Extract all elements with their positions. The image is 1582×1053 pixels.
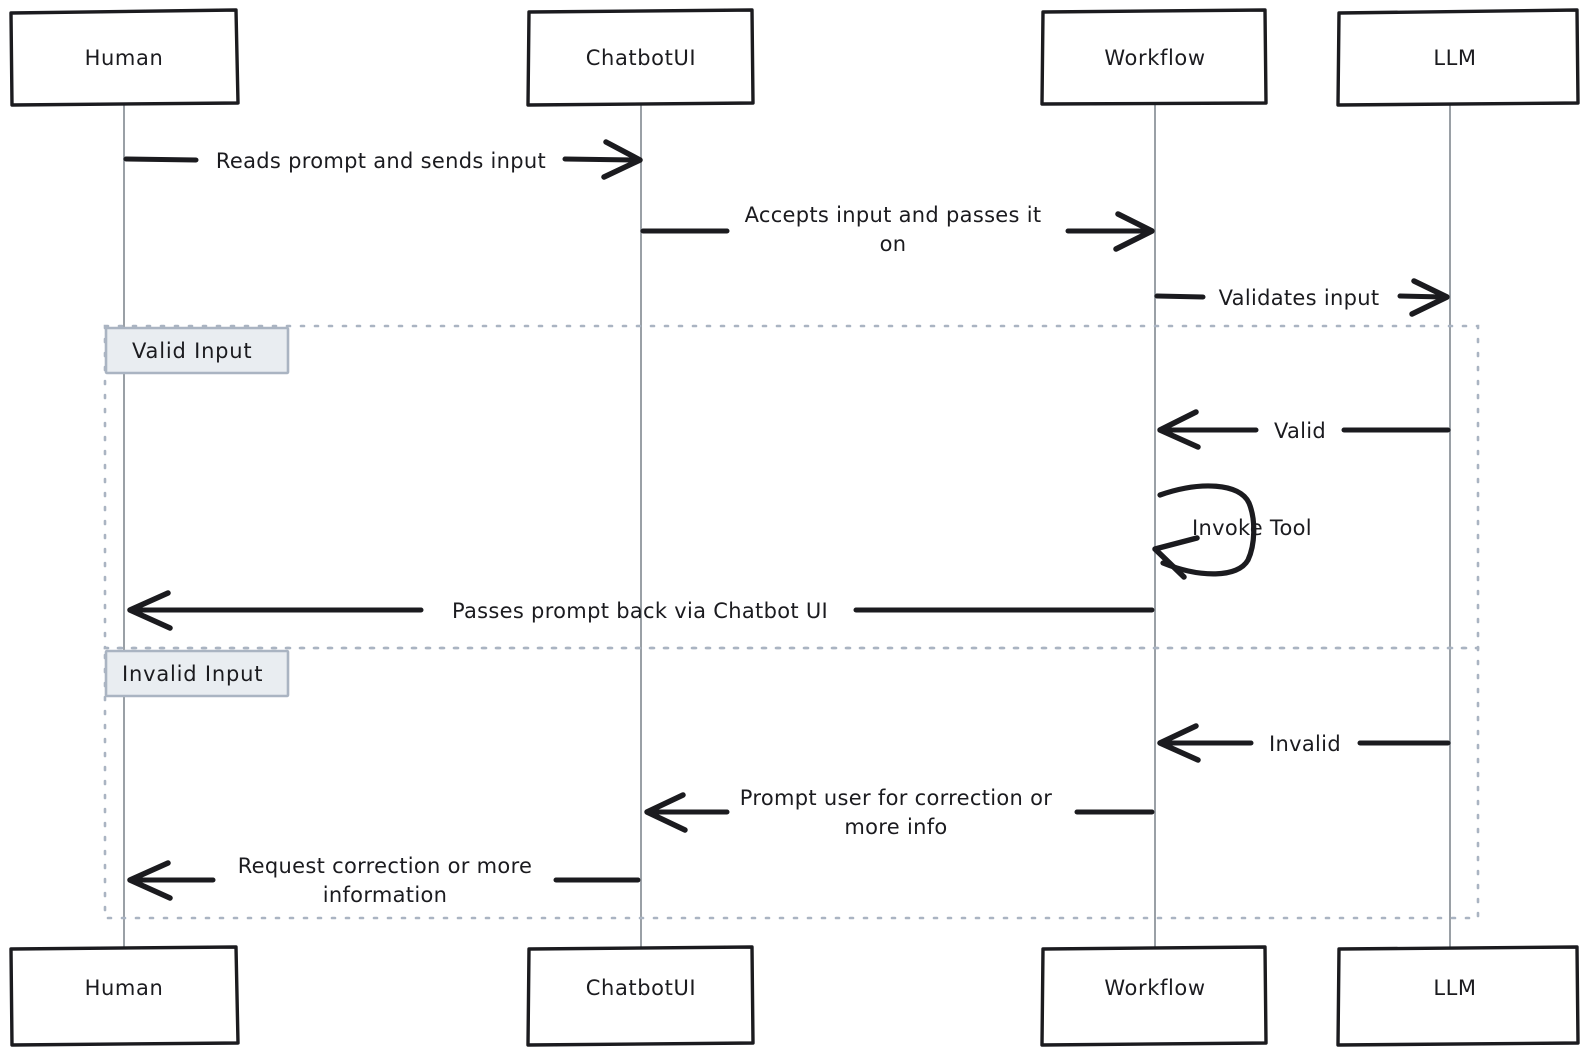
arrowhead-left-icon (1157, 723, 1201, 763)
message-label: Validates input (1219, 286, 1380, 310)
actor-llm-top[interactable]: LLM (1336, 8, 1580, 107)
arrowhead-left-icon (644, 792, 688, 833)
frame-invalid-input-tag (104, 649, 290, 698)
actor-workflow-top-box (1040, 8, 1268, 106)
message-validates-input[interactable]: Validates input (1154, 278, 1450, 317)
actor-workflow-bottom-box (1040, 945, 1268, 1047)
actor-chatbotui-top-label: ChatbotUI (586, 46, 696, 70)
message-invoke-tool[interactable]: Invoke Tool (1152, 483, 1312, 580)
message-label: Invoke Tool (1192, 516, 1312, 540)
actor-chatbotui-bottom-box (526, 945, 755, 1047)
self-loop-path (1157, 483, 1257, 577)
message-line (1397, 293, 1446, 300)
actor-chatbotui-bottom[interactable]: ChatbotUI (526, 945, 755, 1047)
actor-workflow-bottom-label: Workflow (1104, 976, 1205, 1000)
actor-chatbotui-bottom-label: ChatbotUI (586, 976, 696, 1000)
message-label-line2: more info (844, 815, 947, 839)
message-label-line2: information (323, 883, 448, 907)
actor-human-top[interactable]: Human (9, 8, 240, 107)
actor-llm-top-box (1336, 8, 1580, 107)
actor-workflow-top[interactable]: Workflow (1040, 8, 1268, 106)
message-passes-prompt-back-via-chatbot-ui[interactable]: Passes prompt back via Chatbot UI (127, 590, 1155, 631)
actor-llm-top-label: LLM (1433, 46, 1476, 70)
message-prompt-user-for-correction-or-more-info[interactable]: Prompt user for correction or more info (644, 786, 1155, 839)
actor-human-top-label: Human (85, 46, 164, 70)
actor-human-top-box (9, 8, 240, 107)
actor-chatbotui-top-box (526, 8, 755, 107)
message-label: Valid (1274, 419, 1326, 443)
frame-valid-input-tag (104, 326, 290, 375)
frame-invalid-input[interactable]: Invalid Input (103, 646, 1480, 920)
frame-invalid-input-border (103, 646, 1480, 920)
arrowhead-right-icon (601, 139, 643, 180)
frame-invalid-input-label: Invalid Input (122, 662, 263, 686)
message-line (562, 156, 637, 163)
lifelines-group (123, 105, 1451, 949)
arrowhead-left-icon (127, 590, 173, 631)
actor-human-bottom-label: Human (85, 976, 164, 1000)
arrowhead-right-icon (1409, 278, 1450, 317)
arrowhead-left-icon (1157, 409, 1201, 450)
message-label: Invalid (1269, 732, 1341, 756)
actor-llm-bottom-label: LLM (1433, 976, 1476, 1000)
message-invalid[interactable]: Invalid (1157, 723, 1451, 763)
message-label-line2: on (880, 232, 907, 256)
message-request-correction-or-more-information[interactable]: Request correction or more information (127, 854, 641, 907)
message-valid[interactable]: Valid (1157, 409, 1451, 450)
actor-chatbotui-top[interactable]: ChatbotUI (526, 8, 755, 107)
message-line (123, 156, 199, 163)
actor-human-bottom-box (9, 945, 240, 1047)
actor-llm-bottom-box (1336, 945, 1580, 1047)
arrowhead-left-icon (127, 860, 173, 901)
message-reads-prompt-and-sends-input[interactable]: Reads prompt and sends input (123, 139, 643, 180)
arrowhead-right-icon (1113, 211, 1155, 252)
actor-llm-bottom[interactable]: LLM (1336, 945, 1580, 1047)
actor-human-bottom[interactable]: Human (9, 945, 240, 1047)
frame-valid-input-label: Valid Input (132, 339, 252, 363)
message-label: Accepts input and passes it (745, 203, 1042, 227)
message-accepts-input-and-passes-it-on[interactable]: Accepts input and passes it on (640, 203, 1155, 256)
message-line (1154, 293, 1206, 300)
arrowhead-left-icon (1152, 535, 1200, 580)
actor-workflow-bottom[interactable]: Workflow (1040, 945, 1268, 1047)
message-label: Prompt user for correction or (740, 786, 1052, 810)
message-label: Passes prompt back via Chatbot UI (452, 599, 828, 623)
message-label: Reads prompt and sends input (216, 149, 546, 173)
actor-workflow-top-label: Workflow (1104, 46, 1205, 70)
message-label: Request correction or more (238, 854, 533, 878)
